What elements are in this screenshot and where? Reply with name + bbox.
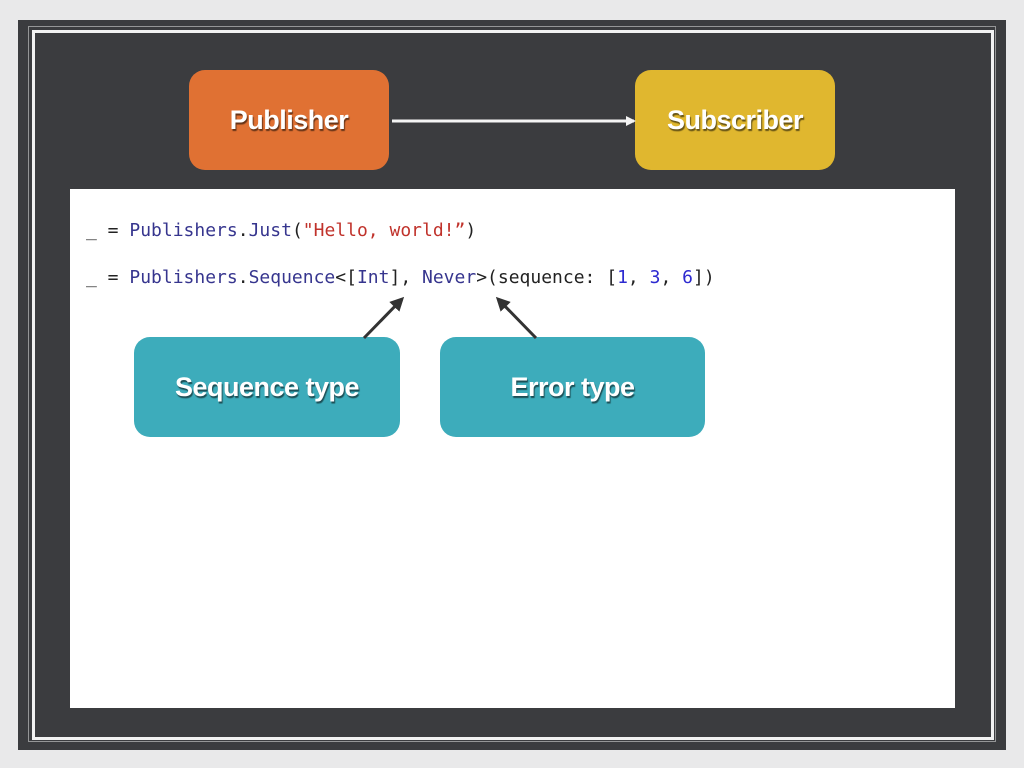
sequence-type-pointer-arrow (362, 296, 405, 340)
code-string-literal: "Hello, world!” (302, 220, 466, 241)
chalk-border-outer (28, 26, 996, 742)
chalk-border (32, 30, 994, 740)
error-type-pointer-arrow (495, 296, 538, 340)
code-number-6: 6 (682, 267, 693, 288)
code-generic-sep: ], (389, 267, 422, 288)
code-open-paren: ( (291, 220, 303, 241)
code-type-publishers: Publishers (129, 220, 238, 241)
code-assign: _ = (86, 220, 130, 241)
code-dot: . (237, 220, 249, 241)
code-type-publishers: Publishers (129, 267, 238, 288)
code-element-type: Int (356, 267, 390, 288)
code-args-close: ]) (692, 267, 715, 288)
publisher-node: Publisher (189, 70, 389, 170)
code-panel: _ = Publishers.Just("Hello, world!”) _ =… (70, 189, 955, 708)
code-number-3: 3 (649, 267, 661, 288)
sequence-type-callout: Sequence type (134, 337, 400, 437)
code-sep: , (660, 267, 683, 288)
code-line-just: _ = Publishers.Just("Hello, world!”) (86, 220, 476, 241)
code-method-just: Just (248, 220, 292, 241)
code-close-paren: ) (465, 220, 477, 241)
subscriber-node: Subscriber (635, 70, 835, 170)
code-dot: . (237, 267, 249, 288)
code-assign: _ = (86, 267, 130, 288)
code-generic-open: <[ (335, 267, 357, 288)
code-method-sequence: Sequence (248, 267, 336, 288)
code-args-open: >(sequence: [ (476, 267, 618, 288)
code-sep: , (627, 267, 650, 288)
error-type-callout: Error type (440, 337, 705, 437)
code-number-1: 1 (617, 267, 628, 288)
code-error-type: Never (422, 267, 477, 288)
code-line-sequence: _ = Publishers.Sequence<[Int], Never>(se… (86, 267, 715, 288)
